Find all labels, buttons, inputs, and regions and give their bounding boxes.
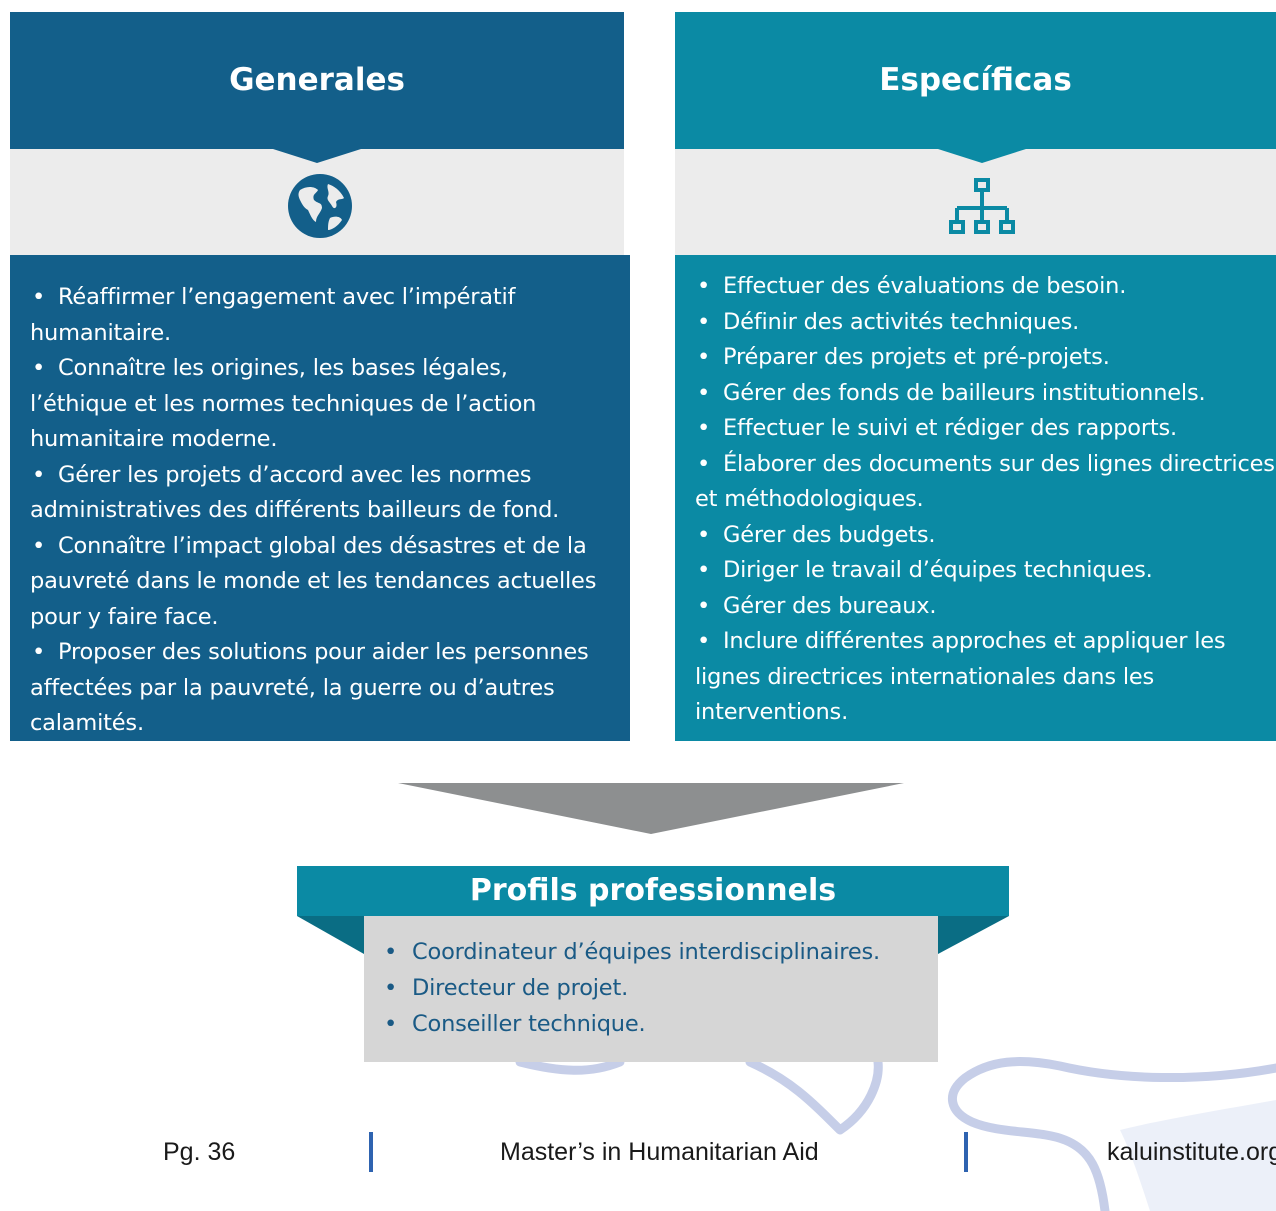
generales-header-pointer (273, 149, 361, 163)
especificas-icon-band (675, 149, 1276, 255)
generales-list: Réaffirmer l’engagement avec l’impératif… (30, 280, 610, 742)
down-arrow (398, 783, 904, 834)
profiles-content: Coordinateur d’équipes interdisciplinair… (364, 916, 938, 1062)
org-chart-icon (949, 178, 1015, 234)
especificas-title: Específicas (879, 62, 1072, 98)
list-item: Coordinateur d’équipes interdisciplinair… (384, 934, 938, 970)
globe-icon (288, 174, 352, 238)
footer-website: kaluinstitute.org (1107, 1138, 1276, 1166)
list-item: Définir des activités techniques. (695, 305, 1276, 341)
especificas-list: Effectuer des évaluations de besoin. Déf… (695, 269, 1276, 731)
generales-header: Generales (10, 12, 624, 149)
list-item: Inclure différentes approches et appliqu… (695, 624, 1276, 731)
footer-page-number: Pg. 36 (163, 1138, 236, 1166)
list-item: Réaffirmer l’engagement avec l’impératif… (30, 280, 610, 351)
list-item: Proposer des solutions pour aider les pe… (30, 635, 610, 742)
profiles-ribbon: Profils professionnels (297, 866, 1009, 916)
list-item: Diriger le travail d’équipes techniques. (695, 553, 1276, 589)
list-item: Effectuer le suivi et rédiger des rappor… (695, 411, 1276, 447)
list-item: Connaître les origines, les bases légale… (30, 351, 610, 458)
ribbon-folds (297, 916, 1009, 954)
list-item: Gérer des budgets. (695, 518, 1276, 554)
list-item: Gérer des bureaux. (695, 589, 1276, 625)
especificas-content: Effectuer des évaluations de besoin. Déf… (675, 255, 1276, 741)
list-item: Gérer des fonds de bailleurs institution… (695, 376, 1276, 412)
generales-content: Réaffirmer l’engagement avec l’impératif… (10, 255, 630, 741)
profiles-title: Profils professionnels (469, 873, 837, 908)
generales-title: Generales (229, 62, 405, 98)
especificas-header-pointer (938, 149, 1026, 163)
list-item: Directeur de projet. (384, 970, 938, 1006)
list-item: Élaborer des documents sur des lignes di… (695, 447, 1276, 518)
footer-separator (369, 1132, 373, 1172)
list-item: Conseiller technique. (384, 1006, 938, 1042)
footer-program-title: Master’s in Humanitarian Aid (500, 1138, 819, 1166)
list-item: Gérer les projets d’accord avec les norm… (30, 458, 610, 529)
list-item: Préparer des projets et pré-projets. (695, 340, 1276, 376)
profiles-list: Coordinateur d’équipes interdisciplinair… (384, 934, 938, 1042)
footer-separator (964, 1132, 968, 1172)
especificas-header: Específicas (675, 12, 1276, 149)
list-item: Effectuer des évaluations de besoin. (695, 269, 1276, 305)
list-item: Connaître l’impact global des désastres … (30, 529, 610, 636)
